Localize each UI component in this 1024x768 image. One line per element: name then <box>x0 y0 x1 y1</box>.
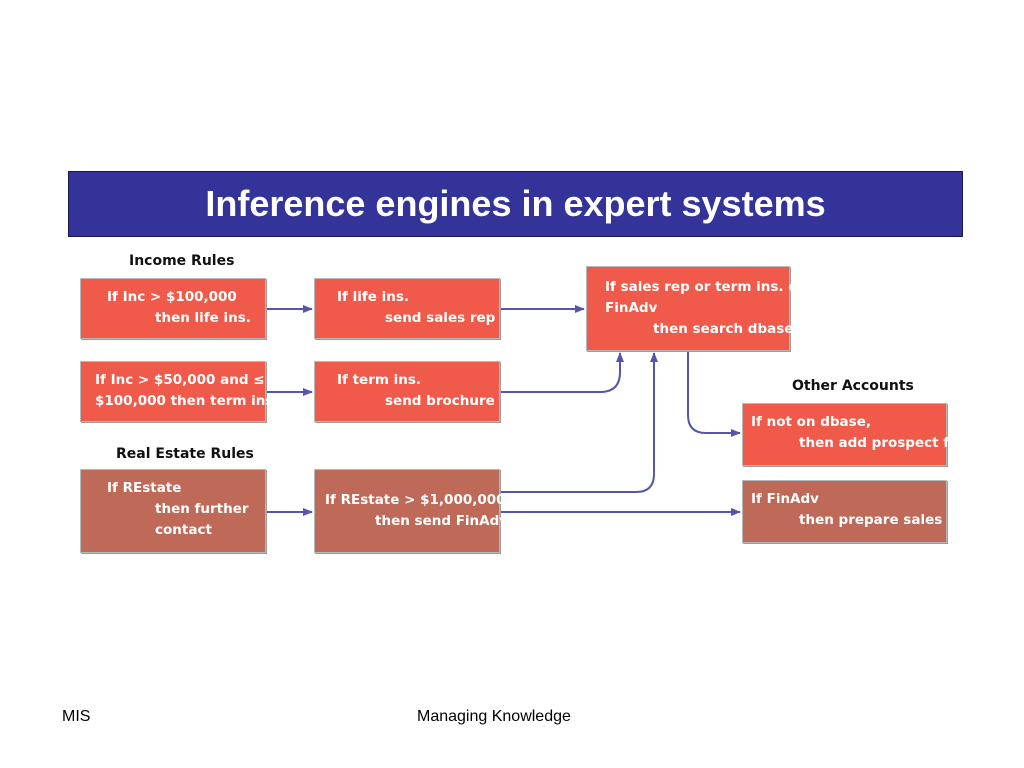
slide-title: Inference engines in expert systems <box>205 183 826 224</box>
rule-box-inc-50k: If Inc > $50,000 and ≤ $100,000 then ter… <box>80 361 279 422</box>
rule-box-line: then search dbase <box>653 321 794 337</box>
rule-box-line: then send FinAdv <box>375 513 509 529</box>
footer-center: Managing Knowledge <box>417 708 571 725</box>
rule-box-line: If term ins. <box>337 372 422 388</box>
footer-left: MIS <box>62 708 91 725</box>
arrow-restate1m-to-search <box>500 352 658 493</box>
rule-box-inc-100k: If Inc > $100,000 then life ins. <box>80 278 266 339</box>
rule-box-line: If Inc > $50,000 and ≤ <box>95 372 265 388</box>
rule-box-life-ins: If life ins. send sales rep <box>314 278 500 339</box>
rule-box-line: If Inc > $100,000 <box>107 289 237 305</box>
arrow-search-to-notondbase <box>687 351 741 437</box>
rule-box-line: then further <box>155 501 249 517</box>
title-bar: Inference engines in expert systems <box>68 171 963 237</box>
rule-box-line: send sales rep <box>385 310 496 326</box>
section-label-other-accounts: Other Accounts <box>792 378 914 394</box>
rule-box-line: send brochure <box>385 393 495 409</box>
arrow-termins-to-search <box>500 352 624 393</box>
section-label-income-rules: Income Rules <box>129 253 235 269</box>
rule-box-line: then prepare sales kit <box>799 512 968 528</box>
rule-box-line: then life ins. <box>155 310 251 326</box>
rule-box-restate: If REstate then further contact <box>80 469 266 553</box>
rule-box-line: $100,000 then term ins. <box>95 393 279 409</box>
rule-box-line: If REstate > $1,000,000 <box>325 492 506 508</box>
rule-box-term-ins: If term ins. send brochure <box>314 361 500 422</box>
rule-box-line: If not on dbase, <box>751 414 871 430</box>
rule-box-line: If sales rep or term ins. or <box>605 279 805 295</box>
rule-box-finadv: If FinAdv then prepare sales kit <box>742 480 968 543</box>
rule-box-line: If FinAdv <box>751 491 819 507</box>
section-label-real-estate-rules: Real Estate Rules <box>116 446 254 462</box>
rule-box-line: If life ins. <box>337 289 409 305</box>
rule-box-line: then add prospect file <box>799 435 968 451</box>
rule-box-search-dbase: If sales rep or term ins. or FinAdv then… <box>586 266 805 351</box>
rule-box-line: If REstate <box>107 480 182 496</box>
rule-box-restate-1m: If REstate > $1,000,000 then send FinAdv <box>314 469 509 553</box>
rule-box-line: FinAdv <box>605 300 658 316</box>
rule-box-line: contact <box>155 522 212 538</box>
rule-box-not-on-dbase: If not on dbase, then add prospect file <box>742 403 968 466</box>
